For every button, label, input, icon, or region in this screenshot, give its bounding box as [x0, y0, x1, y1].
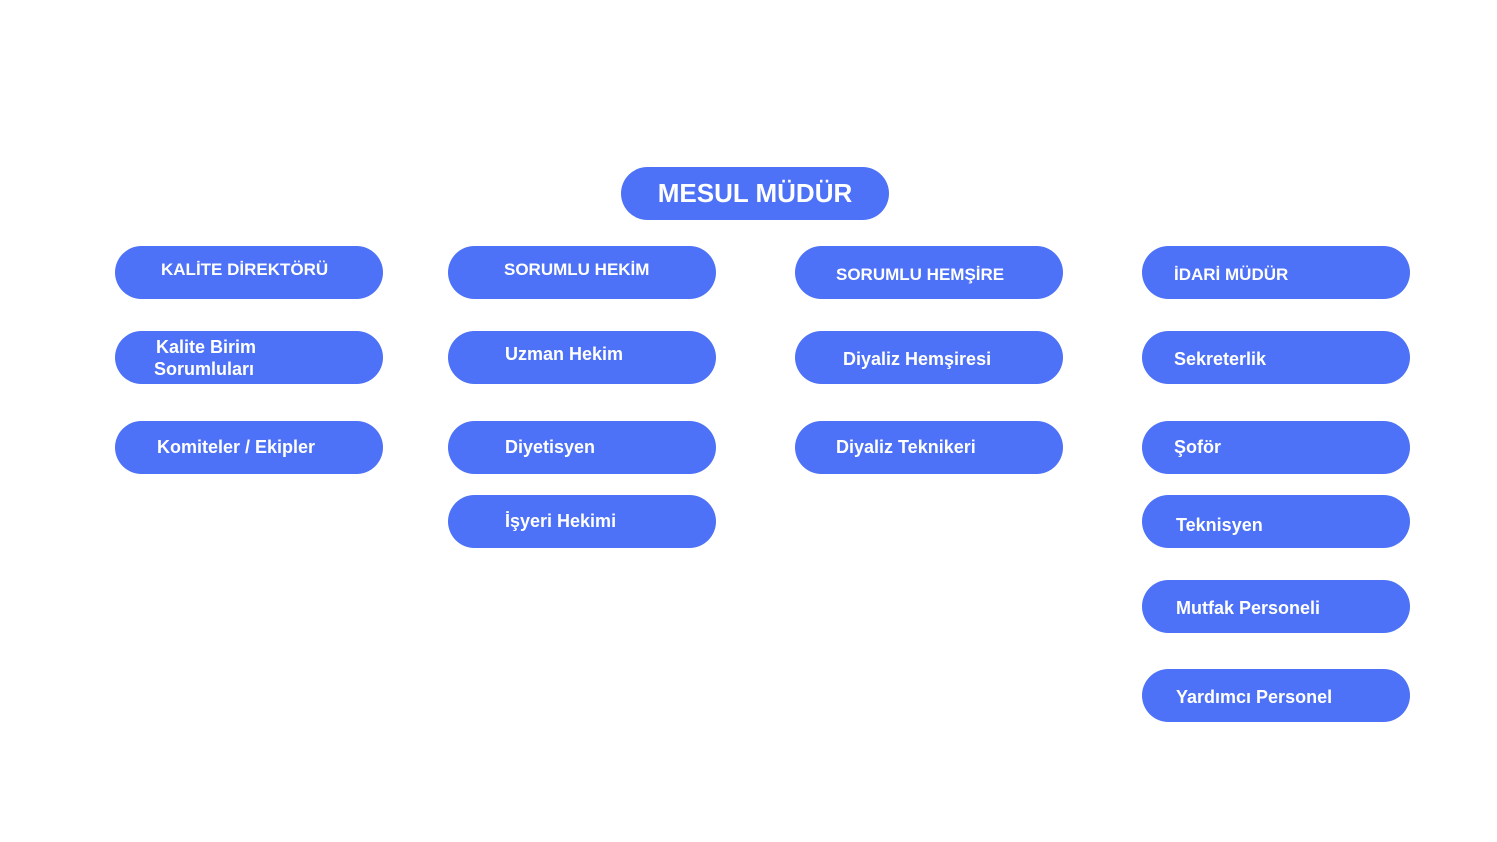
node-diyaliz-teknikeri: Diyaliz Teknikeri [795, 421, 1063, 474]
root-node-mesul-mudur: MESUL MÜDÜR [621, 167, 889, 220]
node-label: Mutfak Personeli [1176, 598, 1321, 618]
node-label: İşyeri Hekimi [505, 511, 617, 531]
node-yardimci-personel: Yardımcı Personel [1142, 669, 1410, 722]
node-uzman-hekim: Uzman Hekim [448, 331, 716, 384]
node-sekreterlik: Sekreterlik [1142, 331, 1410, 384]
node-diyetisyen: Diyetisyen [448, 421, 716, 474]
root-node-label: MESUL MÜDÜR [657, 178, 853, 208]
node-label: Uzman Hekim [505, 344, 624, 364]
node-label: Diyaliz Hemşiresi [843, 349, 992, 369]
node-mutfak-personeli: Mutfak Personeli [1142, 580, 1410, 633]
node-label: Sekreterlik [1174, 349, 1267, 369]
node-label: Kalite Birim Sorumluları [154, 336, 257, 379]
node-kalite-birim-sorumlulari: Kalite Birim Sorumluları [115, 331, 383, 384]
node-idari-mudur: İDARİ MÜDÜR [1142, 246, 1410, 299]
node-label: KALİTE DİREKTÖRÜ [161, 260, 329, 279]
node-sofor: Şoför [1142, 421, 1410, 474]
node-sorumlu-hekim: SORUMLU HEKİM [448, 246, 716, 299]
node-isyeri-hekimi: İşyeri Hekimi [448, 495, 716, 548]
node-komiteler-ekipler: Komiteler / Ekipler [115, 421, 383, 474]
node-label: Şoför [1174, 437, 1221, 457]
node-teknisyen: Teknisyen [1142, 495, 1410, 548]
node-diyaliz-hemsiresi: Diyaliz Hemşiresi [795, 331, 1063, 384]
node-label: Diyaliz Teknikeri [836, 437, 976, 457]
node-label: Yardımcı Personel [1176, 687, 1333, 707]
node-label: İDARİ MÜDÜR [1174, 265, 1289, 284]
node-label: SORUMLU HEKİM [504, 260, 650, 279]
node-sorumlu-hemsire: SORUMLU HEMŞİRE [795, 246, 1063, 299]
node-label: Teknisyen [1176, 515, 1263, 535]
node-label: SORUMLU HEMŞİRE [836, 265, 1005, 284]
node-kalite-direktoru: KALİTE DİREKTÖRÜ [115, 246, 383, 299]
node-label: Komiteler / Ekipler [157, 437, 316, 457]
node-label: Diyetisyen [505, 437, 596, 457]
